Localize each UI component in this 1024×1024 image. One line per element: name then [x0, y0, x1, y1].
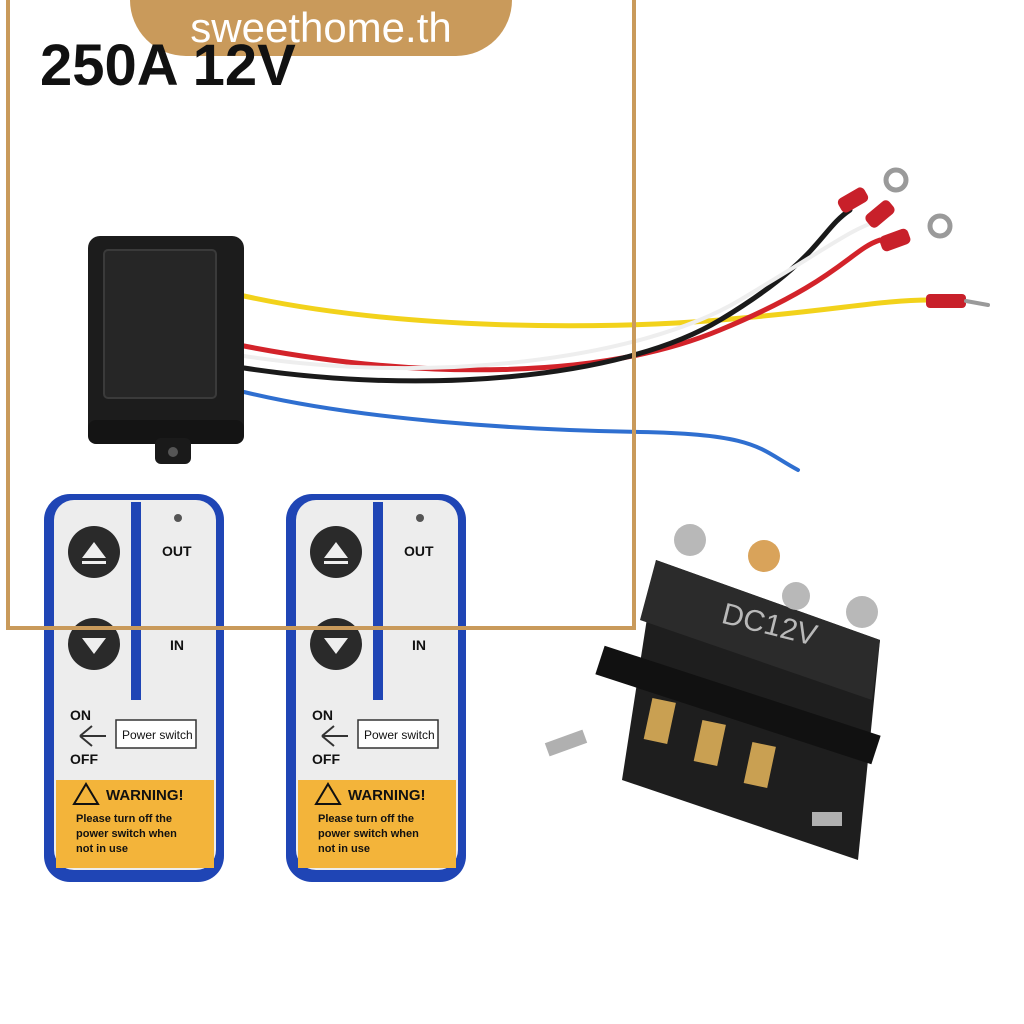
watermark-text: sweethome.th [190, 4, 452, 51]
solenoid [544, 524, 881, 860]
warning-line-2: power switch when [318, 828, 419, 840]
remote-1 [44, 494, 224, 882]
watermark-frame [6, 0, 636, 630]
watermark-banner [130, 0, 512, 56]
in-label: IN [412, 637, 426, 653]
warning-line-1: Please turn off the [76, 813, 172, 825]
on-label: ON [312, 707, 333, 723]
receiver-box [88, 236, 244, 464]
on-label: ON [70, 707, 91, 723]
warning-title: WARNING! [348, 787, 426, 804]
off-label: OFF [312, 751, 340, 767]
warning-line-1: Please turn off the [318, 813, 414, 825]
product-title: 250A 12V [40, 33, 296, 98]
remote-2 [286, 494, 466, 882]
power-switch-label: Power switch [364, 728, 435, 742]
remote-1-labels: OUT IN ON OFF Power switch WARNING! Plea… [70, 543, 193, 855]
out-label: OUT [404, 543, 434, 559]
out-label: OUT [162, 543, 192, 559]
remote-2-labels: OUT IN ON OFF Power switch WARNING! Plea… [312, 543, 435, 855]
warning-line-3: not in use [318, 843, 370, 855]
in-label: IN [170, 637, 184, 653]
wire-harness [241, 167, 990, 472]
warning-line-2: power switch when [76, 828, 177, 840]
warning-line-3: not in use [76, 843, 128, 855]
off-label: OFF [70, 751, 98, 767]
warning-title: WARNING! [106, 787, 184, 804]
power-switch-label: Power switch [122, 728, 193, 742]
